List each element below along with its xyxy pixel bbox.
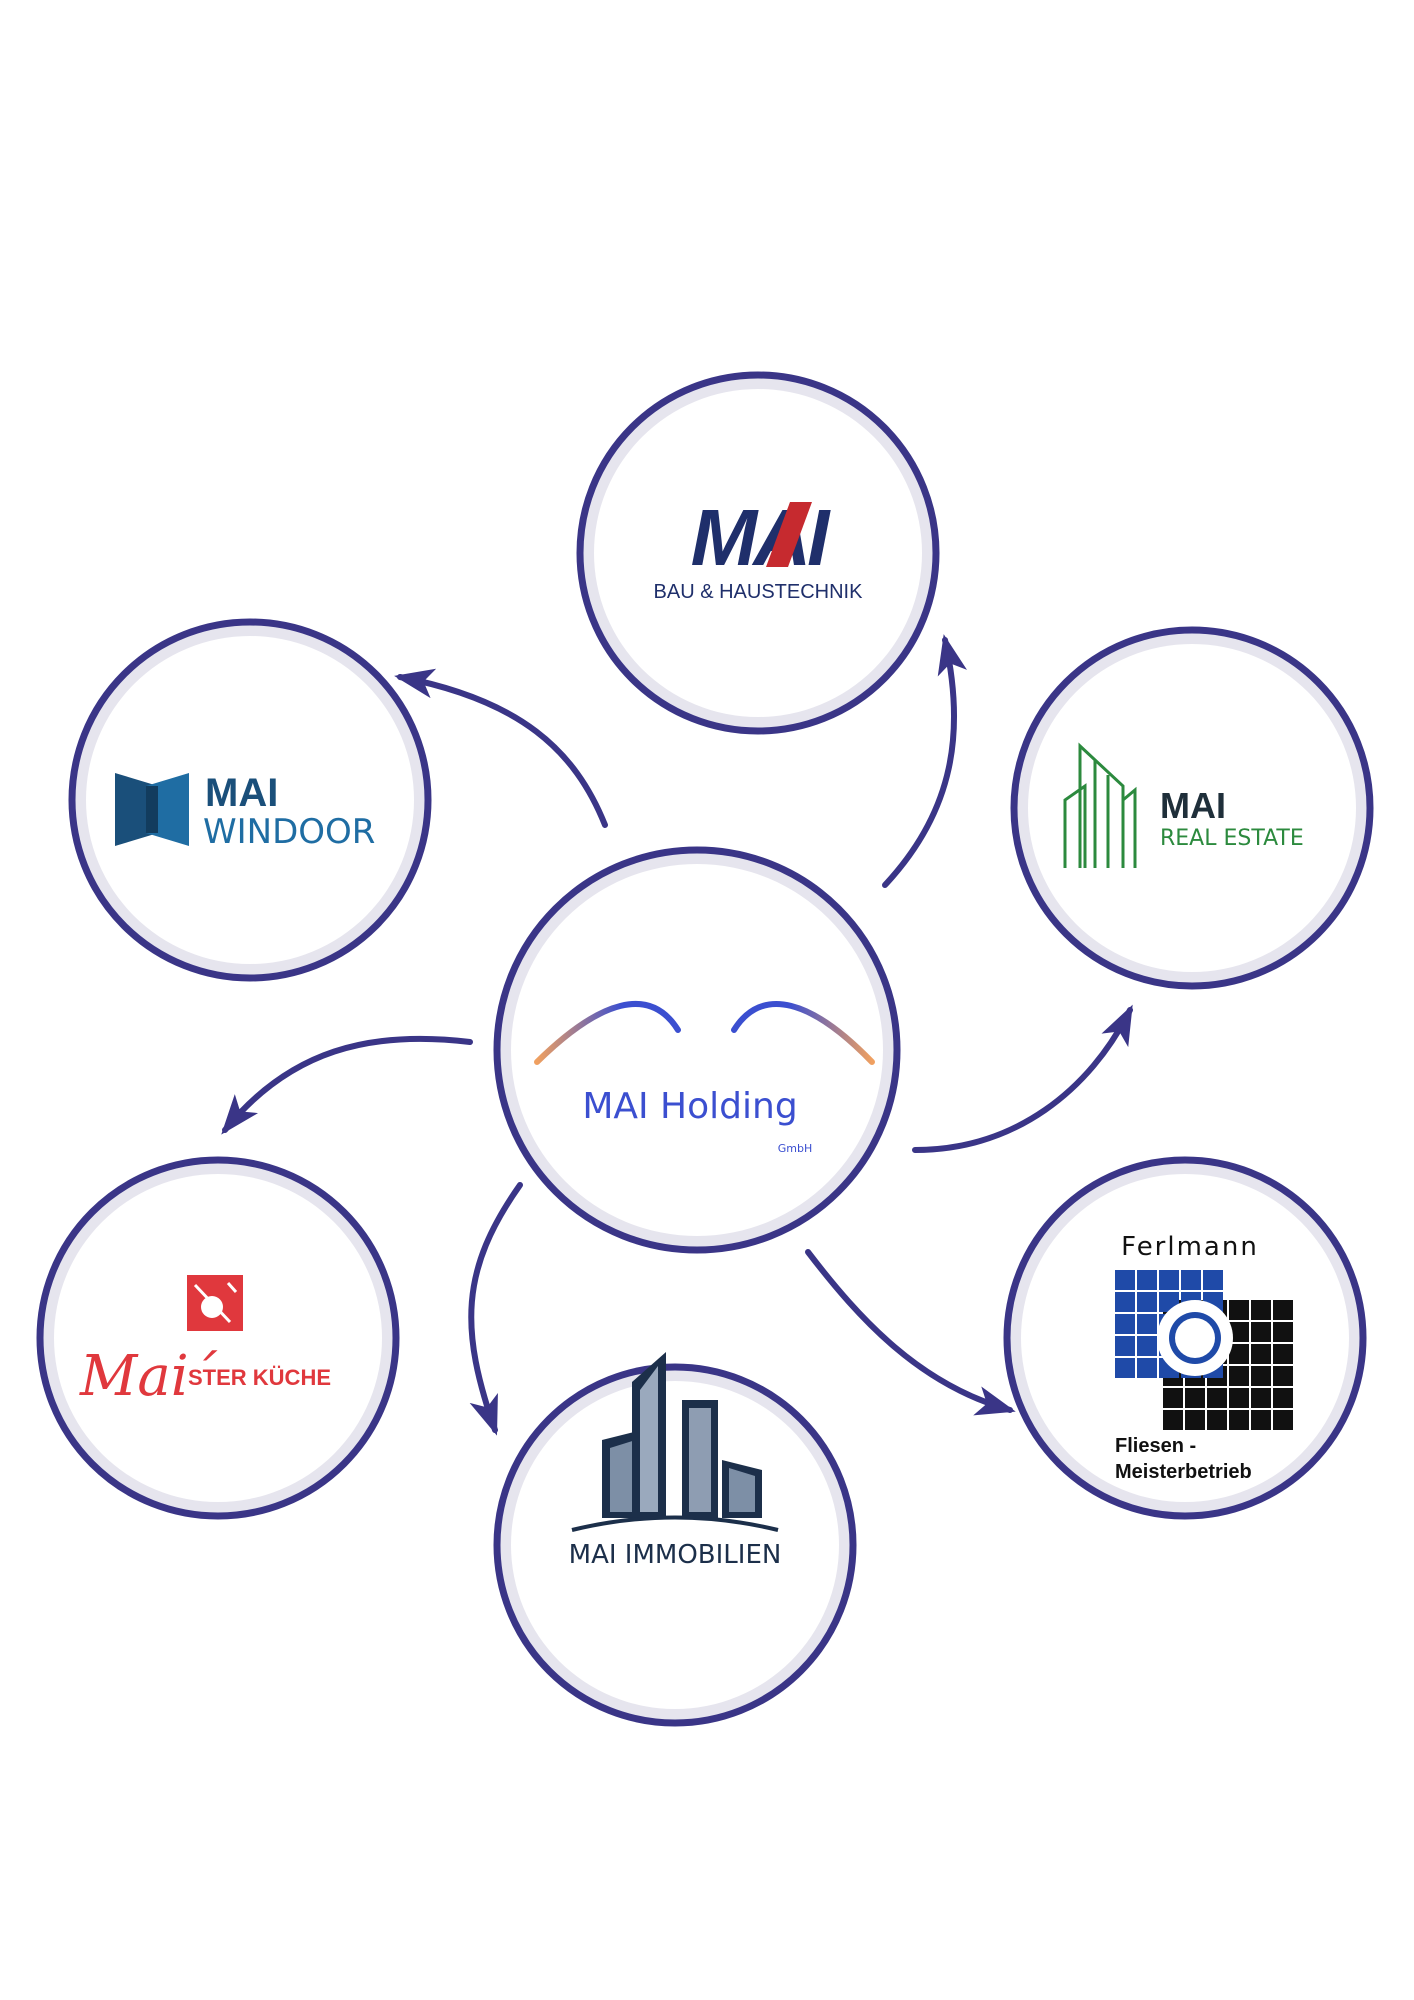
arrow-to-realestate xyxy=(912,1004,1133,1153)
holding-suffix: GmbH xyxy=(778,1142,813,1155)
node-immobilien xyxy=(493,1363,857,1727)
logo-arc-right xyxy=(731,1001,875,1065)
kueche-script: Mai´ xyxy=(79,1344,218,1409)
bau-brand: MAI xyxy=(691,493,831,582)
mai-holding-logo: MAI Holding GmbH xyxy=(534,960,875,1155)
immobilien-buildings-icon xyxy=(571,1352,779,1532)
center-node xyxy=(493,846,901,1254)
kueche-rest: STER KÜCHE xyxy=(188,1365,331,1390)
ferlmann-line2: Meisterbetrieb xyxy=(1115,1461,1252,1483)
ferlmann-name: Ferlmann xyxy=(1121,1232,1259,1262)
node-realestate xyxy=(1010,626,1374,990)
node-kueche xyxy=(36,1156,400,1520)
connection-arrows xyxy=(221,634,1133,1436)
ferlmann-tile-icon xyxy=(1115,1270,1293,1430)
windoor-subtitle: WINDOOR xyxy=(203,812,375,852)
holding-name: MAI Holding xyxy=(582,1086,797,1127)
realestate-building-icon xyxy=(1063,742,1137,868)
maister-kueche-logo: Mai´ STER KÜCHE xyxy=(79,1275,331,1409)
arrow-to-bau xyxy=(882,634,968,888)
realestate-brand: MAI xyxy=(1160,785,1226,826)
ferlmann-line1: Fliesen - xyxy=(1115,1435,1196,1457)
node-bau xyxy=(576,371,940,735)
mai-windoor-logo: MAI WINDOOR xyxy=(115,771,375,852)
logo-arc-left xyxy=(534,1001,681,1065)
mai-realestate-logo: MAI REAL ESTATE xyxy=(1063,742,1304,868)
arrow-to-windoor xyxy=(394,668,608,828)
ferlmann-logo: Ferlmann Fliesen - Meisterbetrieb xyxy=(1115,1232,1293,1483)
bau-subtitle: BAU & HAUSTECHNIK xyxy=(654,581,864,603)
bau-red-slash xyxy=(766,502,812,567)
windoor-icon xyxy=(115,773,189,846)
realestate-subtitle: REAL ESTATE xyxy=(1160,826,1304,851)
mai-bau-logo: MAI BAU & HAUSTECHNIK xyxy=(654,493,864,603)
arrow-to-kueche xyxy=(221,1035,473,1135)
arrow-to-immobilien xyxy=(468,1182,523,1436)
node-windoor xyxy=(68,618,432,982)
arrow-to-fermann xyxy=(805,1249,1016,1416)
mai-immobilien-logo: MAI IMMOBILIEN xyxy=(569,1352,782,1570)
kueche-icon xyxy=(187,1275,243,1331)
immobilien-name: MAI IMMOBILIEN xyxy=(569,1540,782,1570)
windoor-brand: MAI xyxy=(205,771,278,815)
